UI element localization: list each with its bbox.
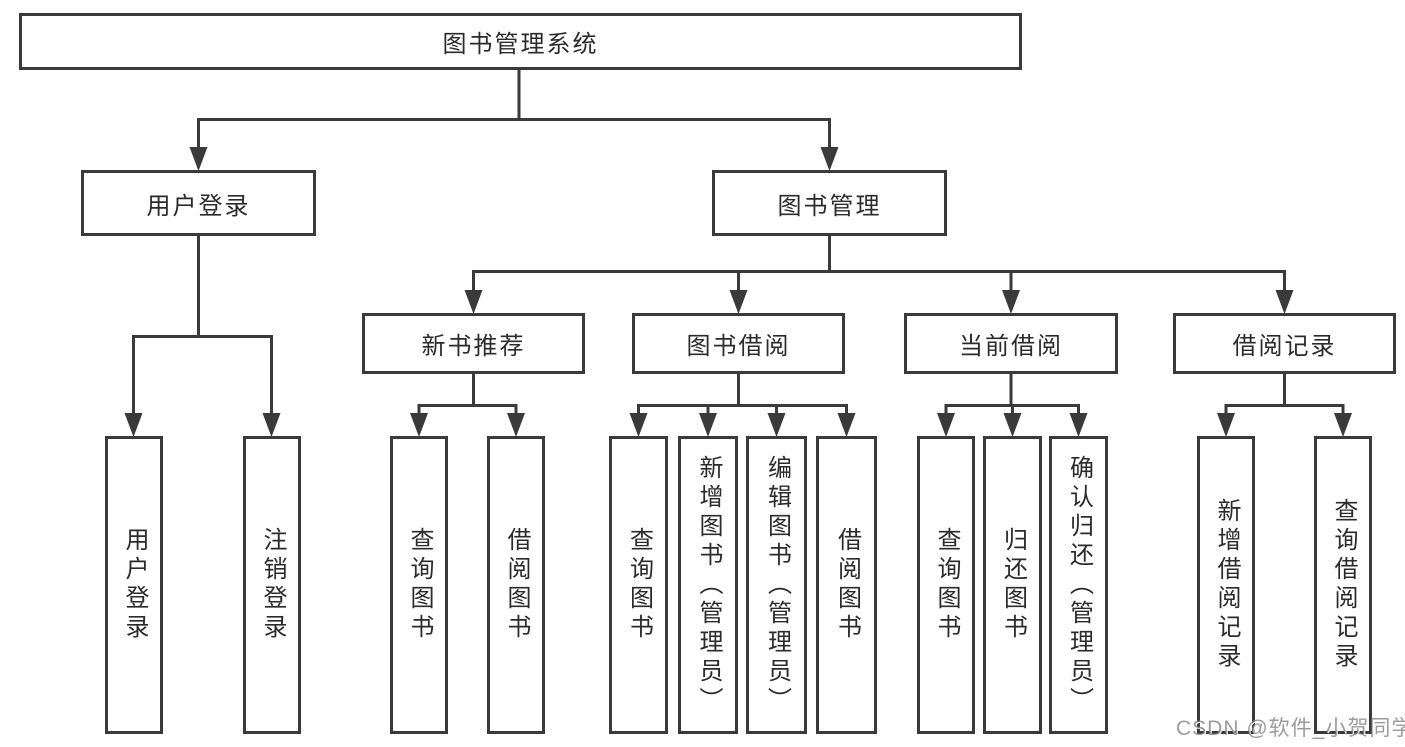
node-new-book-recommend: 新书推荐 [362, 313, 585, 374]
leaf-records-query-record: 查询借阅记录 [1314, 436, 1372, 734]
connector-root-split [189, 66, 839, 171]
leaf-logout: 注销登录 [243, 436, 301, 734]
connector-records-split [1217, 372, 1352, 437]
node-root: 图书管理系统 [19, 13, 1022, 70]
leaf-label: 注销登录 [259, 527, 286, 643]
leaf-label: 查询借阅记录 [1330, 498, 1357, 672]
leaf-label: 归还图书 [999, 527, 1027, 643]
leaf-label: 确认归还（管理员） [1065, 454, 1093, 716]
leaf-label: 新增借阅记录 [1213, 498, 1240, 672]
node-book-borrowing: 图书借阅 [632, 313, 845, 374]
leaf-label: 查询图书 [406, 527, 433, 643]
leaf-label: 编辑图书（管理员） [763, 454, 791, 716]
connector-management-split [464, 233, 1294, 314]
node-borrowing-records: 借阅记录 [1173, 313, 1396, 374]
leaf-current-confirm-return-admin: 确认归还（管理员） [1049, 436, 1108, 734]
leaf-borrowing-add-book-admin: 新增图书（管理员） [678, 436, 738, 734]
leaf-borrowing-borrow-books: 借阅图书 [816, 436, 877, 734]
leaf-borrowing-edit-book-admin: 编辑图书（管理员） [746, 436, 807, 734]
connector-recommend-split [410, 372, 525, 437]
connector-login-split [124, 233, 281, 437]
connector-borrowing-split [629, 372, 856, 437]
leaf-label: 借阅图书 [833, 527, 861, 643]
leaf-label: 新增图书（管理员） [695, 454, 722, 716]
leaf-label: 用户登录 [121, 527, 148, 643]
leaf-current-query-books: 查询图书 [917, 436, 975, 734]
node-book-management: 图书管理 [712, 170, 947, 236]
leaf-label: 查询图书 [625, 527, 653, 643]
leaf-recommend-borrow-books: 借阅图书 [487, 436, 545, 734]
leaf-user-login: 用户登录 [105, 436, 163, 734]
leaf-current-return-books: 归还图书 [983, 436, 1042, 734]
leaf-label: 查询图书 [933, 527, 960, 643]
leaf-recommend-query-books: 查询图书 [390, 436, 448, 734]
csdn-watermark: CSDN @软件_小贺同学 [1176, 717, 1405, 740]
leaf-records-add-record: 新增借阅记录 [1197, 436, 1255, 734]
node-user-login: 用户登录 [81, 170, 316, 236]
node-current-borrowing: 当前借阅 [904, 313, 1118, 374]
leaf-borrowing-query-books: 查询图书 [609, 436, 668, 734]
connector-current-split [937, 372, 1088, 437]
leaf-label: 借阅图书 [503, 527, 530, 643]
